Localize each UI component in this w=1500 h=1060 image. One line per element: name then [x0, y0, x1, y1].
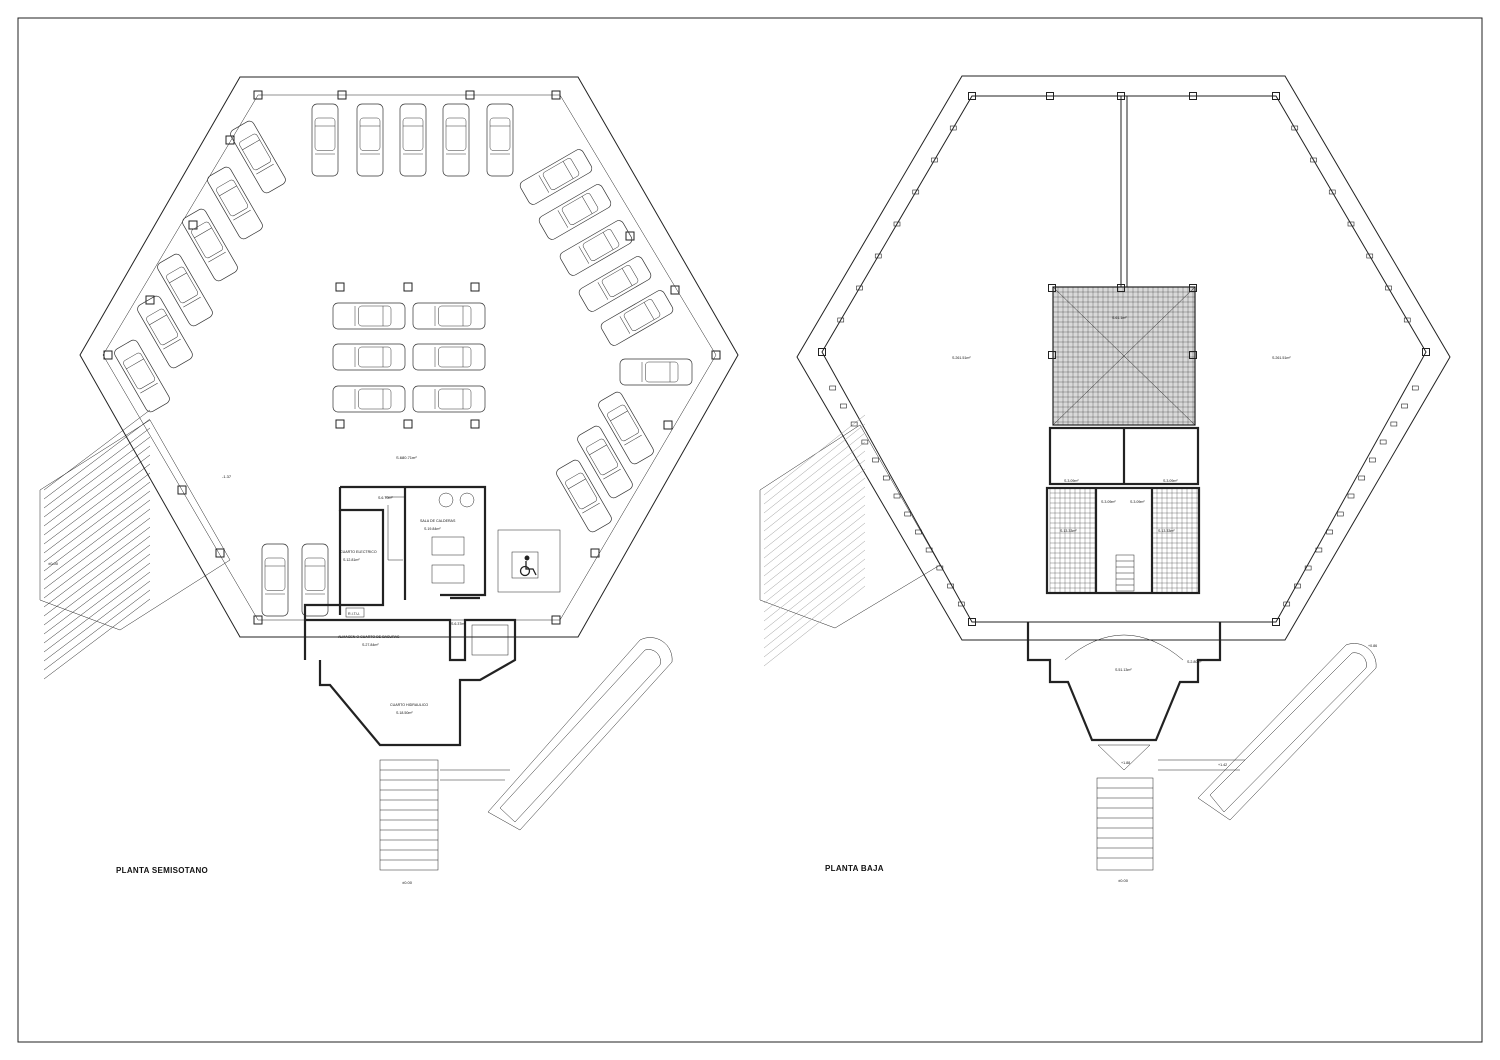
parking-columns	[103, 90, 721, 625]
room-vest-2-area: S.13.33m²	[1158, 529, 1175, 533]
level-stairs: ±0.00	[402, 880, 413, 885]
central-stairs	[1115, 554, 1135, 592]
car-icon	[598, 391, 654, 465]
accessible-parking-space	[497, 529, 561, 593]
car-icon	[442, 103, 470, 177]
room-electrico-area: S.12.81m²	[343, 558, 360, 562]
wheelchair-icon	[519, 555, 537, 577]
room-almacen-name: ALMACEN O CUARTO DE BASURAS	[338, 635, 400, 639]
car-icon	[600, 290, 674, 346]
room-calderas-name: SALA DE CALDERAS	[420, 519, 456, 523]
car-icon	[486, 103, 514, 177]
level-ramp: +1.42	[1218, 763, 1227, 767]
toilet-tiles	[1049, 487, 1198, 594]
room-right-hall-area: S.261.51m²	[1272, 356, 1291, 360]
car-icon	[412, 385, 486, 413]
central-spine	[1120, 96, 1128, 288]
entrance-hall	[1026, 622, 1222, 742]
car-icon	[114, 339, 170, 413]
perimeter-windows	[829, 125, 1419, 607]
car-icon	[230, 120, 286, 194]
car-icon	[559, 220, 633, 276]
level-main: -1.37	[222, 474, 232, 479]
car-icon	[332, 385, 406, 413]
car-icon	[332, 343, 406, 371]
level-entrance: +1.88	[1121, 761, 1130, 765]
level-street: ±0.00	[1118, 878, 1129, 883]
car-icon	[412, 302, 486, 330]
parking-spaces	[114, 103, 693, 617]
car-icon	[311, 103, 339, 177]
entrance-ramp	[1158, 643, 1377, 821]
room-patio-area: S.61.1m²	[1112, 316, 1127, 320]
plan-title: PLANTA BAJA	[825, 864, 884, 873]
car-icon	[261, 543, 289, 617]
car-icon	[578, 256, 652, 312]
room-aseo-3-area: S.3.09m²	[1130, 500, 1145, 504]
inner-hexagon-wall	[102, 94, 717, 621]
room-hidraulico-name: CUARTO HIDRAULICO	[390, 703, 428, 707]
room-aseo-4-area: S.3.09m²	[1163, 479, 1178, 483]
entry-ramp-hatched	[39, 409, 231, 680]
outer-hexagon-wall	[796, 75, 1451, 641]
room-ritu-name: R.I.T.U.	[348, 612, 360, 616]
perimeter-columns	[818, 92, 1430, 626]
exterior-ramp	[440, 637, 673, 831]
room-almacen-area: S.27.84m²	[362, 643, 379, 647]
inner-hexagon-wall	[821, 95, 1427, 623]
car-icon	[332, 302, 406, 330]
level-ramp-top: +0.86	[1368, 644, 1377, 648]
car-icon	[137, 295, 193, 369]
car-icon	[538, 184, 612, 240]
exterior-stairs	[379, 759, 439, 871]
room-electrico-name: CUARTO ELECTRICO	[340, 550, 377, 554]
service-furniture	[345, 492, 509, 656]
room-hidraulico-area: S.18.50m²	[396, 711, 413, 715]
plan-baja: PLANTA BAJA S.261.51m² S.261.51m² S.61.1…	[759, 75, 1451, 883]
room-aseo-1-area: S.3.09m²	[1064, 479, 1079, 483]
ramp-hatched	[759, 414, 941, 667]
level-ramp: ±0.00	[48, 561, 59, 566]
sheet-border	[17, 17, 1483, 1043]
central-courtyard	[1052, 286, 1196, 426]
room-calderas-area: S.19.84m²	[424, 527, 441, 531]
car-icon	[556, 459, 612, 533]
car-icon	[412, 343, 486, 371]
room-aseo-2-area: S.3.09m²	[1101, 500, 1116, 504]
room-left-hall-area: S.261.51m²	[952, 356, 971, 360]
room-vestibulo-area: S.6.70m²	[378, 496, 393, 500]
car-icon	[399, 103, 427, 177]
toilets-block	[1045, 426, 1201, 595]
plan-semisotano: PLANTA SEMISOTANO S.680.71m² -1.37 ±0.00…	[39, 76, 739, 885]
room-acceso-area: S.51.13m²	[1115, 668, 1132, 672]
car-icon	[301, 543, 329, 617]
car-icon	[356, 103, 384, 177]
car-icon	[207, 166, 263, 240]
car-icon	[157, 253, 213, 327]
car-icon	[182, 208, 238, 282]
room-aseo-area: S.6.37m²	[451, 622, 466, 626]
plan-title: PLANTA SEMISOTANO	[116, 866, 208, 875]
room-vest-1-area: S.13.33m²	[1060, 529, 1077, 533]
car-icon	[577, 425, 633, 499]
parking-area-label: S.680.71m²	[396, 455, 417, 460]
car-icon	[619, 358, 693, 386]
outer-hexagon-wall	[79, 76, 739, 638]
service-block	[303, 485, 517, 747]
entrance-stairs	[1096, 744, 1154, 871]
room-conserje-area: S.2.80m²	[1187, 660, 1202, 664]
car-icon	[519, 149, 593, 205]
